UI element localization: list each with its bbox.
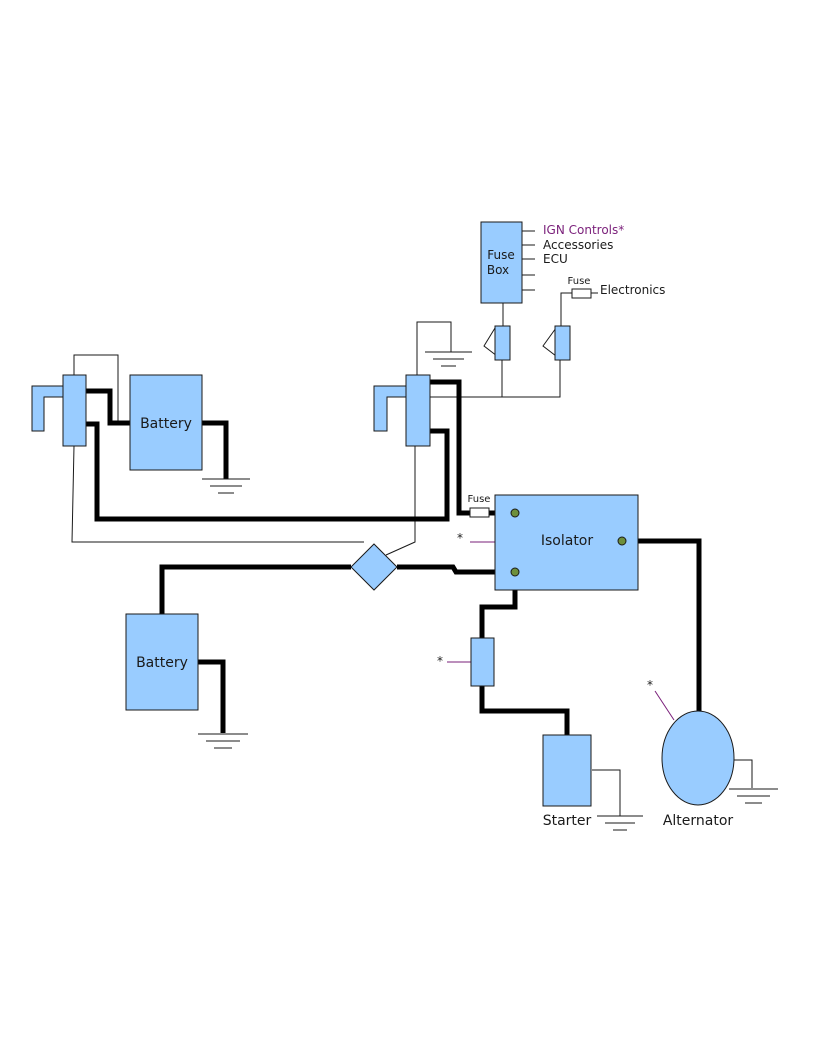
ign-controls-label: IGN Controls* (543, 223, 624, 237)
thin-wires (71, 230, 753, 816)
ground-starter (597, 815, 643, 831)
ecu-label: ECU (543, 252, 568, 266)
fuse-box-label-line2: Box (487, 263, 509, 277)
battery-top: Battery (129, 374, 203, 471)
fuse-box-label-line1: Fuse (487, 248, 515, 262)
asterisk-leaders (447, 541, 675, 721)
battery-bottom: Battery (125, 613, 199, 711)
alternator: Alternator (661, 710, 735, 829)
relay-electronics (554, 325, 571, 361)
alternator-label: Alternator (663, 813, 734, 829)
ground-switch-right (425, 351, 472, 367)
battery-bottom-label: Battery (136, 655, 188, 671)
battery-switch-right (373, 374, 431, 447)
starter: Starter (542, 734, 592, 829)
ground-battery-bottom (198, 733, 248, 749)
heavy-cables (86, 379, 702, 735)
ground-alternator (729, 788, 778, 804)
starter-solenoid (470, 637, 495, 687)
electronics-fuse: Fuse (568, 276, 592, 299)
battery-top-label: Battery (140, 416, 192, 432)
starter-label: Starter (543, 813, 592, 829)
isolator-label: Isolator (541, 533, 594, 549)
fuse-box: Fuse Box (480, 221, 523, 304)
isolator-fuse: Fuse (468, 494, 491, 518)
battery-switch-left (31, 374, 87, 447)
isolator-asterisk: * (457, 531, 463, 545)
solenoid-asterisk: * (437, 654, 443, 668)
relay-fuse-box (494, 325, 511, 361)
accessories-label: Accessories (543, 238, 613, 252)
alternator-asterisk: * (647, 678, 653, 692)
isolator: Isolator (494, 494, 639, 591)
isolator-terminal-1 (510, 508, 520, 518)
isolator-terminal-2 (510, 567, 520, 577)
ground-battery-top (202, 478, 250, 494)
junction-diamond (350, 543, 398, 591)
electronics-label: Electronics (600, 283, 665, 297)
isolator-fuse-label: Fuse (468, 494, 491, 505)
isolator-terminal-alt (617, 536, 627, 546)
electronics-fuse-label: Fuse (568, 276, 591, 287)
